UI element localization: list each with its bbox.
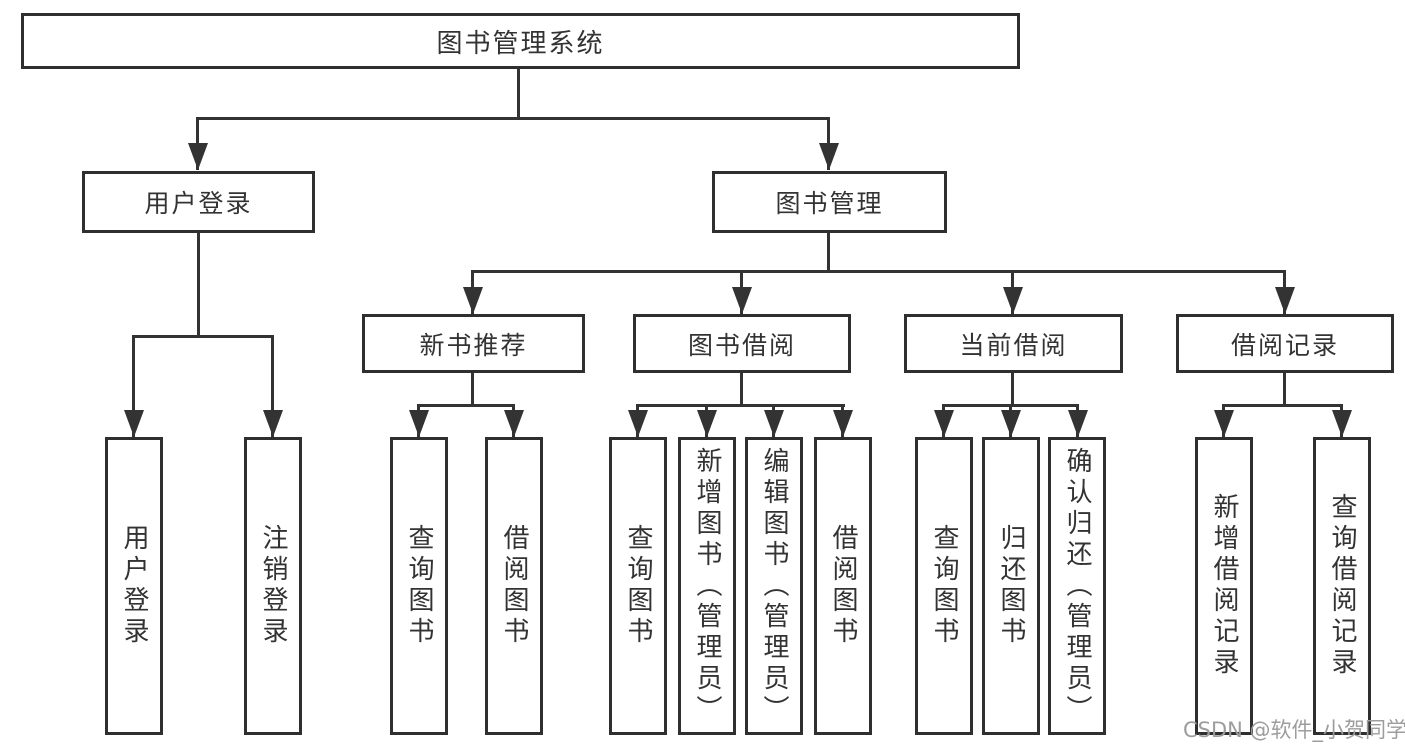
connector [517,68,520,120]
leaf-query-book-recommend: 查询图书 [390,437,448,735]
node-label: 图书管理系统 [436,28,605,59]
node-current-borrowing: 当前借阅 [904,314,1123,373]
connector [637,404,845,407]
node-label: 当前借阅 [959,330,1068,360]
arrowhead [1001,410,1021,437]
node-label: 图书借阅 [687,330,796,360]
connector [827,233,830,270]
connector [418,404,515,407]
node-borrowing-records: 借阅记录 [1176,314,1394,373]
connector [472,270,1286,273]
arrowhead [732,287,752,314]
leaf-query-borrow-record: 查询借阅记录 [1313,437,1371,735]
node-label: 图书管理 [775,189,884,218]
arrowhead [1003,287,1023,314]
arrowhead [764,410,784,437]
connector [471,373,474,404]
node-label: 用户登录 [144,189,253,218]
arrowhead [833,410,853,437]
arrowhead [1275,287,1295,314]
node-label: 归还图书 [996,524,1026,648]
node-label: 查询图书 [929,524,959,648]
connector [197,233,200,335]
leaf-add-borrow-record: 新增借阅记录 [1195,437,1253,735]
connector [1011,373,1014,404]
arrowhead [409,410,429,437]
node-book-borrowing: 图书借阅 [633,314,851,373]
node-library-management-system: 图书管理系统 [21,13,1020,69]
leaf-logout: 注销登录 [244,437,302,735]
connector [132,335,135,437]
connector [740,373,743,404]
arrowhead [934,410,954,437]
node-label: 查询图书 [404,524,434,648]
connector [133,335,274,338]
arrowhead [1332,410,1352,437]
leaf-borrow-book-borrowing: 借阅图书 [814,437,872,735]
arrowhead [463,287,483,314]
arrowhead [504,410,524,437]
connector [197,117,830,120]
arrowhead [697,410,717,437]
node-label: 借阅图书 [499,524,529,648]
connector [1223,404,1343,407]
node-label: 新增借阅记录 [1209,493,1239,679]
node-label: 查询图书 [623,524,653,648]
arrowhead [124,410,144,437]
node-label: 新书推荐 [419,330,528,360]
csdn-watermark: CSDN @软件_小贺同学 [1183,718,1405,742]
leaf-add-book-admin: 新增图书（管理员） [678,437,736,735]
node-new-book-recommend: 新书推荐 [362,314,585,373]
leaf-borrow-book-recommend: 借阅图书 [485,437,543,735]
arrowhead [263,410,283,437]
node-book-management: 图书管理 [712,171,947,233]
node-label: 编辑图书（管理员） [759,446,789,726]
node-user-login: 用户登录 [82,171,315,233]
leaf-edit-book-admin: 编辑图书（管理员） [745,437,803,735]
node-label: 新增图书（管理员） [692,446,722,726]
leaf-return-book: 归还图书 [982,437,1040,735]
arrowhead [1068,410,1088,437]
arrowhead [819,143,839,170]
node-label: 确认归还（管理员） [1062,446,1092,726]
arrowhead [188,143,208,170]
node-label: 借阅图书 [828,524,858,648]
connector [1283,373,1286,404]
node-label: 查询借阅记录 [1327,493,1357,679]
leaf-confirm-return-admin: 确认归还（管理员） [1048,437,1106,735]
node-label: 注销登录 [258,524,288,648]
connector [271,335,274,437]
leaf-query-book-current: 查询图书 [915,437,973,735]
leaf-query-book-borrowing: 查询图书 [609,437,667,735]
arrowhead [1214,410,1234,437]
leaf-user-login: 用户登录 [105,437,163,735]
node-label: 用户登录 [119,524,149,648]
node-label: 借阅记录 [1230,330,1339,360]
arrowhead [628,410,648,437]
